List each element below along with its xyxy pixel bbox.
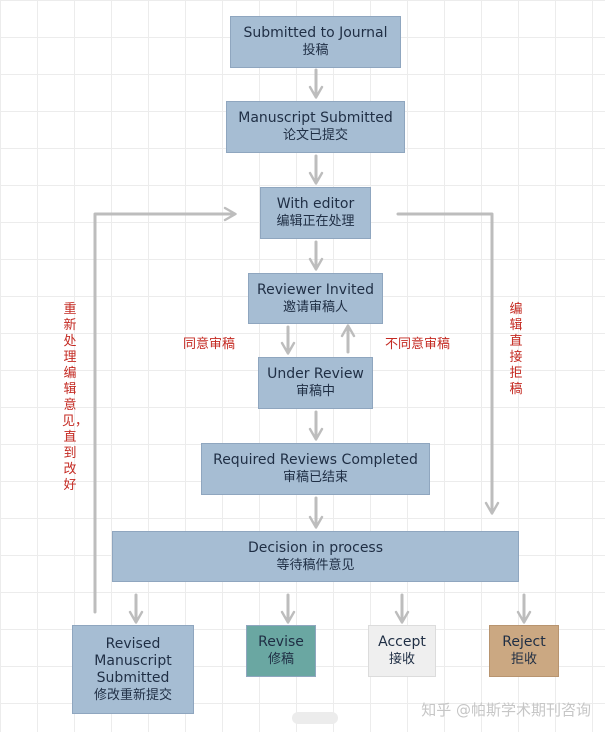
node-label-en: Required Reviews Completed: [213, 452, 418, 468]
arrow-loop-back-to-editor: [93, 206, 237, 614]
node-label-zh: 邀请审稿人: [282, 299, 348, 315]
label-revise-loop: 重新处理编辑意见，直到改好: [62, 302, 89, 493]
node-label-zh: 审稿中: [295, 384, 335, 399]
node-label-zh: 修稿: [267, 652, 294, 667]
node-label-zh: 论文已提交: [282, 128, 348, 143]
node-label-en: Reject: [502, 634, 546, 650]
node-label-en-3: Submitted: [96, 669, 170, 686]
node-label-zh: 拒收: [510, 652, 537, 667]
node-label-en-1: Revised: [105, 635, 161, 652]
label-editor-reject: 编辑直接拒稿: [509, 302, 523, 397]
node-label-zh: 审稿已结束: [282, 470, 348, 485]
node-label-en: Reviewer Invited: [257, 281, 374, 298]
node-label-en: Revise: [258, 634, 304, 650]
node-reject: Reject 拒收: [489, 625, 559, 677]
node-revise: Revise 修稿: [246, 625, 316, 677]
label-agree-review: 同意审稿: [183, 337, 236, 352]
node-label-en: Accept: [378, 634, 426, 650]
arrow-editor-reject: [396, 212, 500, 515]
node-with-editor: With editor 编辑正在处理: [260, 187, 371, 239]
node-label-en-2: Manuscript: [94, 652, 172, 669]
node-decision-in-process: Decision in process 等待稿件意见: [112, 531, 519, 582]
blur-smudge: [292, 712, 338, 724]
node-label-en: Manuscript Submitted: [238, 110, 393, 126]
node-under-review: Under Review 审稿中: [258, 357, 373, 409]
node-label-zh: 编辑正在处理: [276, 214, 355, 229]
node-manuscript-submitted: Manuscript Submitted 论文已提交: [226, 101, 405, 153]
node-label-en: Under Review: [267, 366, 364, 382]
node-revised-manuscript-submitted: Revised Manuscript Submitted 修改重新提交: [72, 625, 194, 714]
node-accept: Accept 接收: [368, 625, 436, 677]
node-reviewer-invited: Reviewer Invited 邀请审稿人: [248, 273, 383, 324]
node-label-zh: 投稿: [302, 43, 329, 58]
node-label-zh: 接收: [388, 652, 415, 667]
node-label-zh: 修改重新提交: [93, 687, 172, 703]
node-label-zh: 等待稿件意见: [276, 557, 355, 573]
node-label-en: With editor: [276, 196, 355, 212]
node-submitted-to-journal: Submitted to Journal 投稿: [230, 16, 401, 68]
node-label-en: Decision in process: [247, 539, 384, 556]
label-disagree-review: 不同意审稿: [385, 337, 451, 352]
node-reviews-completed: Required Reviews Completed 审稿已结束: [201, 443, 430, 495]
watermark: 知乎 @帕斯学术期刊咨询: [421, 701, 591, 719]
node-label-en: Submitted to Journal: [243, 25, 388, 41]
